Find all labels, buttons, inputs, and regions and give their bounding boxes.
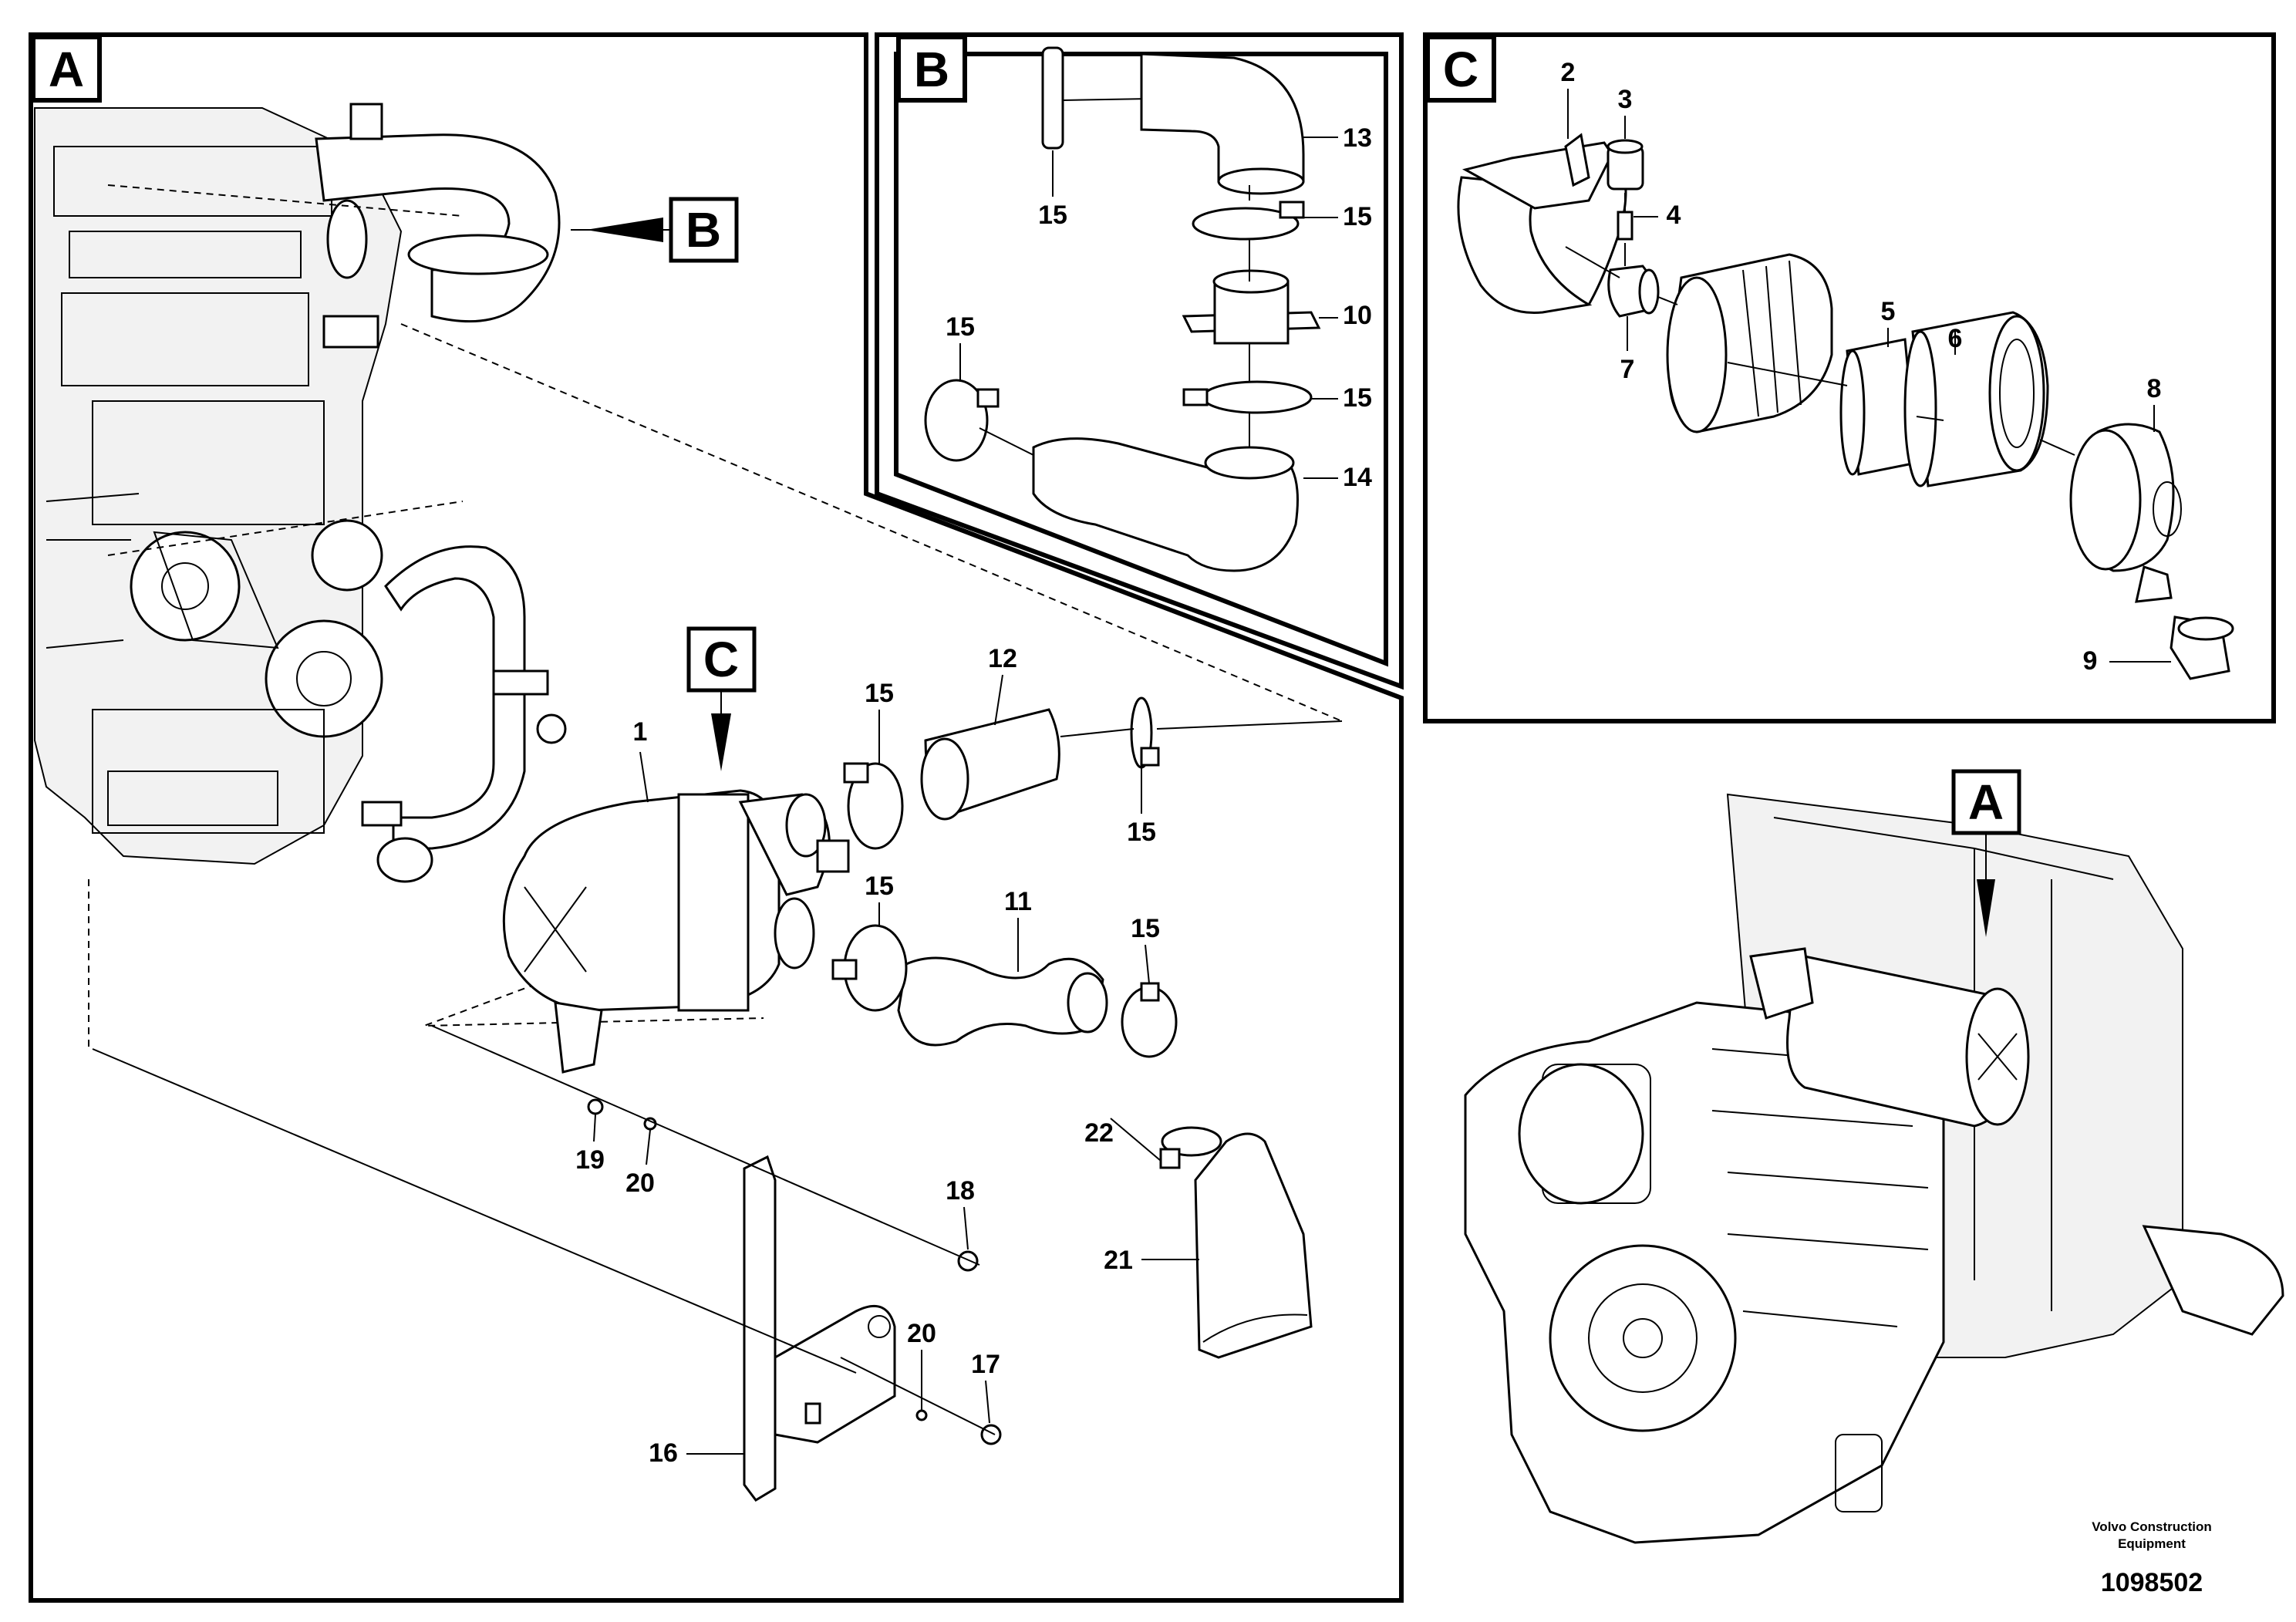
- panel-c: C: [1423, 32, 2276, 723]
- marker-c: C: [686, 626, 757, 771]
- machine-overview: A: [1464, 769, 2284, 1544]
- panel-b: B: [875, 32, 1404, 690]
- panel-c-callouts: 2 3 4 5 6 7 8 9: [1561, 58, 2171, 676]
- callout-14: 14: [1343, 463, 1372, 492]
- intake-elbow-pipe: [315, 103, 561, 349]
- panel-a: A: [29, 32, 1404, 1603]
- intake-scoop-21: [1159, 1126, 1313, 1359]
- panel-b-letter: B: [914, 42, 949, 97]
- drawing-number: 1098502: [2101, 1568, 2203, 1597]
- callout-20-lower: 20: [907, 1319, 936, 1348]
- callout-2: 2: [1561, 58, 1576, 87]
- panel-a-callouts: 1 11 12 15 15 15 15 16 17 18 19 20 20 21…: [575, 644, 1199, 1468]
- panel-a-letter: A: [49, 42, 84, 97]
- callout-11: 11: [1004, 887, 1032, 916]
- callout-4: 4: [1667, 201, 1681, 230]
- callout-5: 5: [1881, 297, 1896, 326]
- callout-20-upper: 20: [625, 1168, 655, 1198]
- callout-21: 21: [1104, 1246, 1133, 1275]
- callout-15-a1: 15: [865, 679, 894, 708]
- air-filter-housing: [502, 789, 850, 1074]
- footer: Volvo Construction Equipment 1098502: [2092, 1519, 2212, 1597]
- callout-22: 22: [1084, 1118, 1114, 1148]
- callout-10: 10: [1343, 301, 1372, 330]
- footer-company-line1: Volvo Construction: [2092, 1519, 2212, 1534]
- callout-15-a2: 15: [1127, 818, 1156, 847]
- callout-1: 1: [633, 717, 648, 747]
- callout-9: 9: [2083, 646, 2098, 676]
- overview-marker-a: A: [1968, 774, 2004, 830]
- callout-3: 3: [1618, 85, 1633, 114]
- callout-8: 8: [2147, 374, 2162, 403]
- marker-c-letter: C: [703, 632, 739, 687]
- callout-19: 19: [575, 1145, 605, 1175]
- callout-16: 16: [649, 1438, 678, 1468]
- callout-7: 7: [1620, 355, 1635, 384]
- callout-15-b-lower: 15: [1343, 383, 1372, 413]
- marker-b: B: [571, 197, 739, 263]
- panel-b-parts: [924, 46, 1321, 572]
- callout-15-a3: 15: [865, 872, 894, 901]
- callout-18: 18: [946, 1176, 975, 1206]
- callout-15-b-upper: 15: [1343, 202, 1372, 231]
- mounting-bracket-16: [92, 1025, 1002, 1502]
- coolant-pipe: [361, 545, 567, 883]
- callout-15-a4: 15: [1131, 914, 1160, 943]
- callout-15-b-mid-left: 15: [946, 312, 975, 342]
- engine-block: [34, 107, 403, 865]
- panel-c-letter: C: [1443, 42, 1478, 97]
- panel-c-parts: [1457, 133, 2234, 680]
- marker-b-letter: B: [686, 202, 721, 258]
- callout-15-b-left: 15: [1038, 201, 1067, 230]
- hose-12-assembly: [843, 696, 1343, 850]
- callout-17: 17: [971, 1350, 1000, 1379]
- callout-12: 12: [988, 644, 1017, 673]
- hose-11-assembly: [831, 924, 1178, 1058]
- panel-b-callouts: 13 15 15 15 15 10 14: [946, 123, 1372, 492]
- footer-company-line2: Equipment: [2118, 1536, 2186, 1551]
- callout-13: 13: [1343, 123, 1372, 153]
